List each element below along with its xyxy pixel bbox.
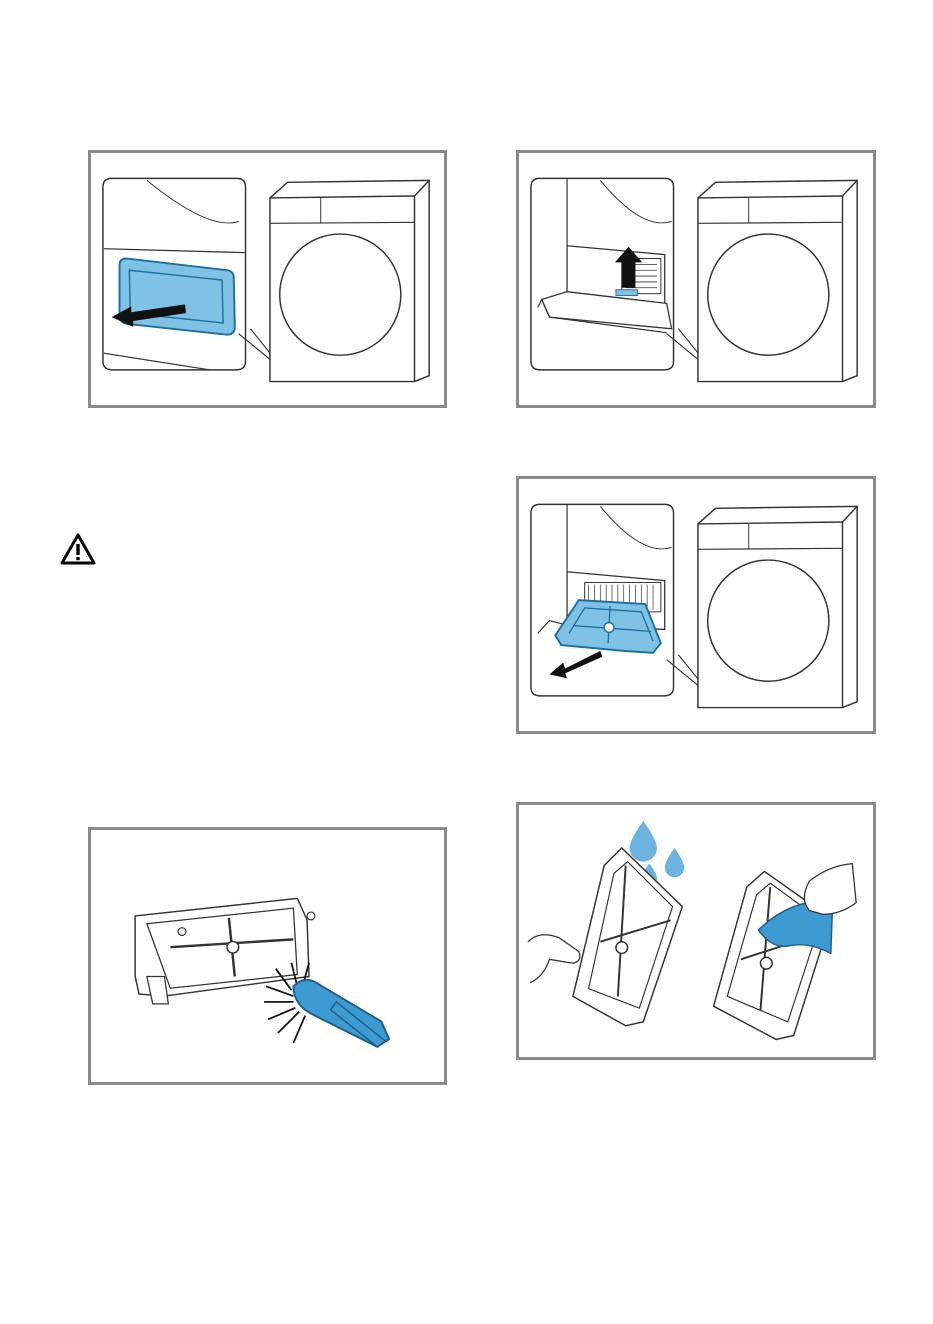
water-drop-icon xyxy=(630,821,657,862)
warning-triangle-icon xyxy=(60,533,96,565)
illustration-pull-out-filter xyxy=(516,476,876,734)
illustration-rinse-filter xyxy=(516,802,876,1060)
water-drop-icon xyxy=(665,848,685,877)
illustration-remove-cover xyxy=(88,150,447,408)
hand-icon xyxy=(528,935,580,983)
hand-icon xyxy=(804,864,856,915)
illustration-lift-lever xyxy=(516,150,876,408)
filter-cover xyxy=(120,258,235,334)
illustration-brush-filter-frame xyxy=(88,827,447,1085)
